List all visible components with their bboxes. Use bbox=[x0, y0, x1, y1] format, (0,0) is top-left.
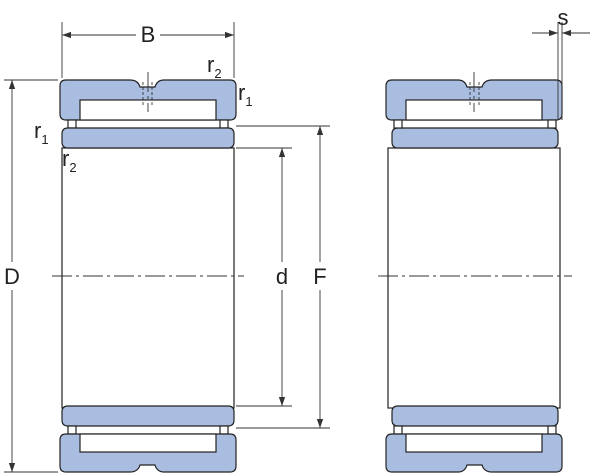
cage-end-right-view-2 bbox=[547, 119, 557, 129]
roller-bottom-right bbox=[391, 405, 559, 427]
label-r-left-sub: 1 bbox=[41, 132, 48, 147]
cage-end-right-top bbox=[219, 119, 229, 129]
cage-end-right-view-3 bbox=[393, 425, 403, 435]
roller-top-right bbox=[391, 127, 559, 149]
label-r-left-lower-sub: 2 bbox=[69, 160, 76, 175]
outer-ring-bottom-groove-right bbox=[405, 433, 543, 453]
labels: B D d F s r2 r1 r1 r2 bbox=[1, 5, 569, 290]
label-b-bg bbox=[136, 22, 160, 46]
outer-ring-bottom-groove bbox=[79, 433, 217, 453]
cage-end-left-bottom bbox=[67, 425, 77, 435]
cage-end-right-view-1 bbox=[393, 119, 403, 129]
label-r-right: r1 bbox=[238, 80, 253, 109]
label-r-left-letter: r bbox=[34, 118, 41, 143]
center-lines bbox=[52, 72, 572, 277]
label-r-right-sub: 1 bbox=[245, 94, 252, 109]
label-r-top-sub: 2 bbox=[214, 66, 221, 81]
cage-end-left-top bbox=[67, 119, 77, 129]
inner-ring-bottom bbox=[61, 405, 235, 427]
inner-ring-top bbox=[61, 127, 235, 149]
label-inner-d-bg bbox=[272, 262, 292, 290]
label-r-left-lower-letter: r bbox=[62, 146, 69, 171]
bearing-body-outline bbox=[61, 147, 235, 409]
cage-end-right-view-4 bbox=[547, 425, 557, 435]
label-s: s bbox=[558, 5, 569, 30]
bearing-left-view bbox=[59, 79, 237, 473]
label-f: F bbox=[313, 264, 326, 289]
label-r-top-letter: r bbox=[207, 52, 214, 77]
bearing-body-outline-right bbox=[387, 147, 561, 409]
label-f-bg bbox=[309, 262, 331, 290]
cage-end-right-bottom bbox=[219, 425, 229, 435]
label-b: B bbox=[141, 22, 156, 47]
label-inner-d: d bbox=[276, 264, 288, 289]
label-r-top: r2 bbox=[207, 52, 222, 81]
label-outer-d: D bbox=[4, 264, 20, 289]
label-outer-d-bg bbox=[1, 262, 23, 290]
label-r-right-letter: r bbox=[238, 80, 245, 105]
label-r-left-lower: r2 bbox=[62, 146, 77, 175]
label-r-left: r1 bbox=[34, 118, 49, 147]
bearing-right-view bbox=[385, 79, 563, 473]
